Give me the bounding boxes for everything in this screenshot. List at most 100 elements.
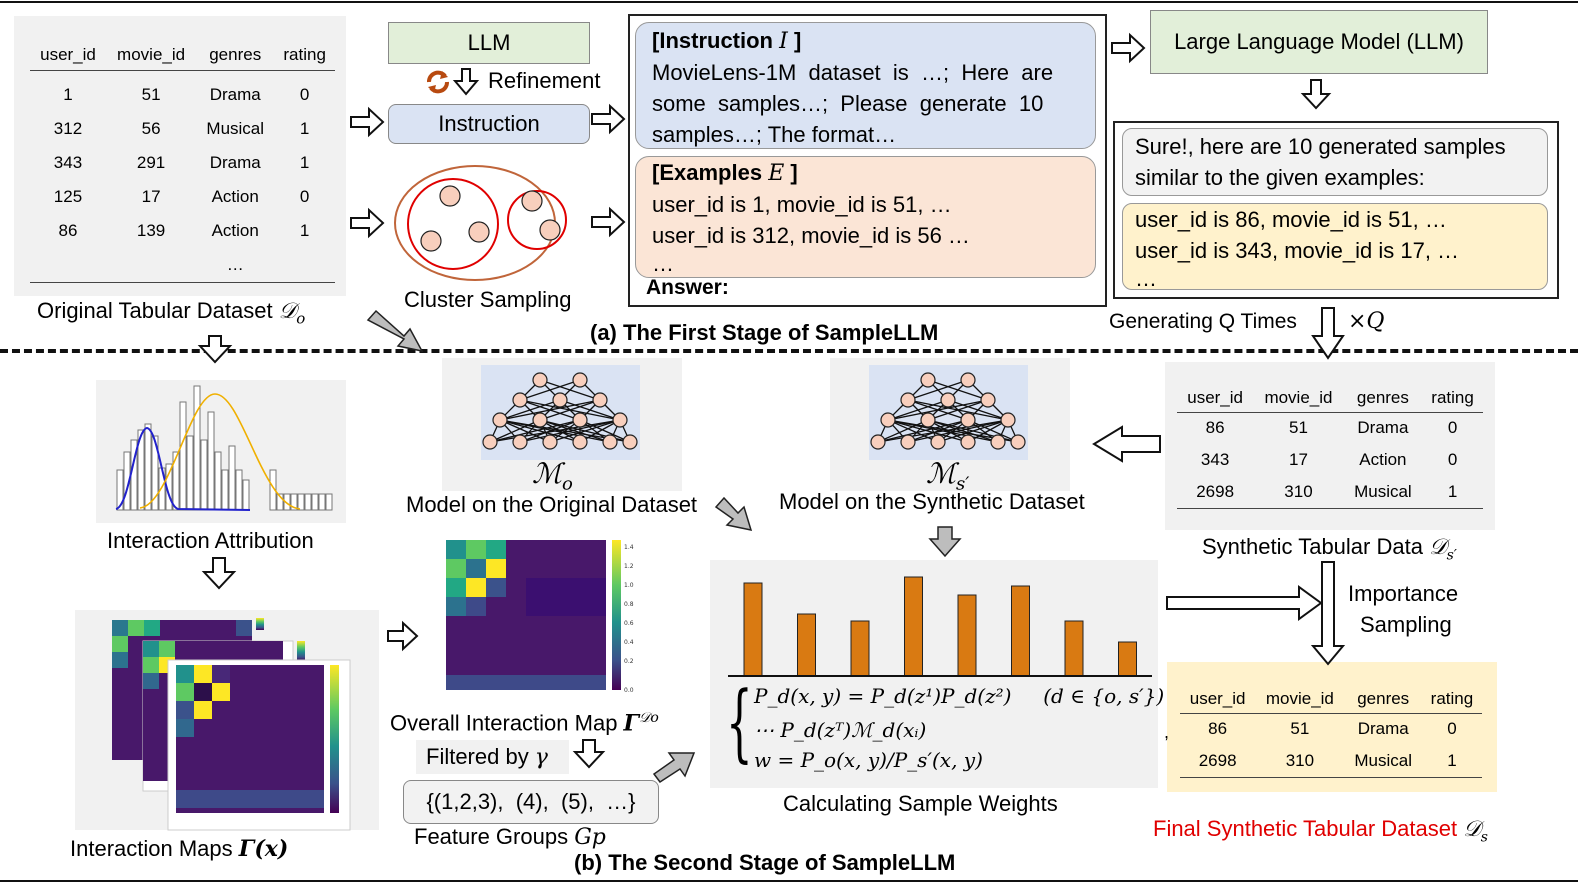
cell: 86 [58, 221, 78, 240]
cell: 1 [1447, 750, 1457, 770]
tick-label: 1.0 [624, 582, 634, 589]
equation-1: P_d(x, y) = P_d(z¹)P_d(z²) (d ∈ {o, s′}) [754, 684, 1165, 708]
calc-weights-label: Calculating Sample Weights [783, 791, 1058, 816]
arrow-down [452, 68, 480, 96]
cluster-sampling-label: Cluster Sampling [404, 287, 572, 312]
cell: 310 [1284, 481, 1313, 501]
filter-text: Filtered by [426, 744, 529, 769]
refinement-label: Refinement [488, 68, 601, 93]
generating-q-label: Generating Q Times [1109, 310, 1297, 334]
response-box [1113, 121, 1559, 299]
col-movie-id: movie_id [1265, 688, 1334, 708]
equation-2: ⋯ P_d(zᵀ)ℳ_d(xᵢ) [754, 718, 927, 742]
cell: 0 [1447, 719, 1457, 739]
generating-q-text: Generating Q Times [1109, 310, 1297, 333]
colorbar-ticks: 1.4 1.2 1.0 0.8 0.6 0.4 0.2 0.0 [624, 544, 634, 694]
feature-groups-value: {(1,2,3), (4), (5), …} [426, 789, 636, 814]
synthetic-panel [1165, 362, 1495, 530]
stage1-title: (a) The First Stage of SampleLLM [590, 320, 939, 345]
col-genres: genres [209, 44, 262, 64]
tick-label: 0.0 [624, 687, 634, 694]
cell: 17 [141, 187, 161, 206]
generated-line: user_id is 86, movie_id is 51, … [1135, 207, 1447, 232]
m-sub: s′ [955, 473, 970, 495]
example-line: … [652, 251, 674, 276]
table-header: user_id movie_id genres rating [30, 40, 335, 70]
cell: Action [211, 221, 259, 240]
arrow-right [1166, 585, 1323, 621]
final-label: Final Synthetic Tabular Dataset 𝒟s [1153, 816, 1488, 845]
cell: 343 [53, 153, 83, 172]
instruction-line: some samples…; Please generate 10 [652, 91, 1044, 116]
instruction-head-close: ] [793, 28, 802, 53]
tick-label: 0.4 [624, 639, 634, 646]
cell: 51 [141, 85, 161, 104]
feature-groups-text: Feature Groups [414, 824, 575, 849]
cell: 17 [1289, 450, 1308, 469]
interaction-maps-label: Interaction Maps Γ(x) [70, 836, 288, 862]
examples-head-var: E [768, 161, 785, 186]
instruction-box: Instruction [388, 104, 590, 144]
arrow-diagonal [366, 309, 424, 353]
example-line: user_id is 312, movie_id is 56 … [652, 223, 970, 248]
instruction-line: samples…; The format… [652, 122, 897, 147]
cell: Action [211, 187, 259, 206]
arrow-diagonal [714, 496, 753, 531]
col-rating: rating [1430, 688, 1474, 708]
filter-box: Filtered by γ [416, 740, 569, 774]
llm-box: LLM [388, 22, 590, 64]
arrow-down [1310, 561, 1346, 666]
synthetic-label: Synthetic Tabular Data 𝒟s′ [1202, 534, 1457, 563]
m-sub: o [561, 473, 573, 495]
histogram-panel [96, 380, 346, 523]
interaction-maps-text: Interaction Maps [70, 836, 239, 861]
response-line: Sure!, here are 10 generated samples [1135, 134, 1506, 159]
refresh-icon [427, 70, 449, 94]
comma-mark: , [1164, 722, 1170, 742]
tick-label: 1.2 [624, 563, 634, 570]
tick-label: 0.6 [624, 620, 634, 627]
synthetic-label-text: Synthetic Tabular Data [1202, 534, 1430, 559]
arrow-right [591, 103, 626, 135]
cell: 51 [1289, 418, 1308, 438]
top-border [0, 1, 1578, 3]
tick-label: 0.2 [624, 658, 634, 665]
cell: 1 [1447, 481, 1458, 501]
final-panel [1167, 662, 1497, 792]
arrow-down [201, 557, 237, 590]
cell: 125 [53, 187, 83, 206]
col-genres: genres [1356, 387, 1409, 407]
prompt-box [628, 14, 1107, 307]
col-user-id: user_id [1187, 387, 1243, 407]
arrow-right [350, 207, 385, 239]
cell: 0 [1447, 418, 1458, 438]
arrow-right [1111, 32, 1146, 64]
overall-map-sup: 𝒟o [639, 710, 659, 726]
llm-label: LLM [467, 30, 511, 55]
table-row: … [30, 248, 335, 282]
llm-large-label: Large Language Model (LLM) [1174, 29, 1464, 54]
col-user-id: user_id [1189, 688, 1246, 708]
label-text: Original Tabular Dataset [37, 298, 279, 323]
generated-line: user_id is 343, movie_id is 17, … [1135, 238, 1460, 263]
label-math: 𝒟 [278, 299, 297, 324]
cell: 1 [299, 221, 310, 240]
times-q-label: ×Q [1348, 309, 1385, 334]
model-original-net-bg [481, 365, 640, 460]
final-label-sub: s [1480, 829, 1488, 846]
cell: 291 [136, 153, 166, 172]
cluster-sampling-graphic [394, 165, 567, 281]
examples-heading: [Examples E ] [652, 157, 1079, 189]
label-sub: o [296, 309, 306, 328]
arrow-down [928, 526, 962, 558]
cell: Musical [1354, 750, 1412, 770]
cell: 310 [1285, 750, 1315, 770]
feature-groups-label: Feature Groups Gp [414, 824, 606, 850]
